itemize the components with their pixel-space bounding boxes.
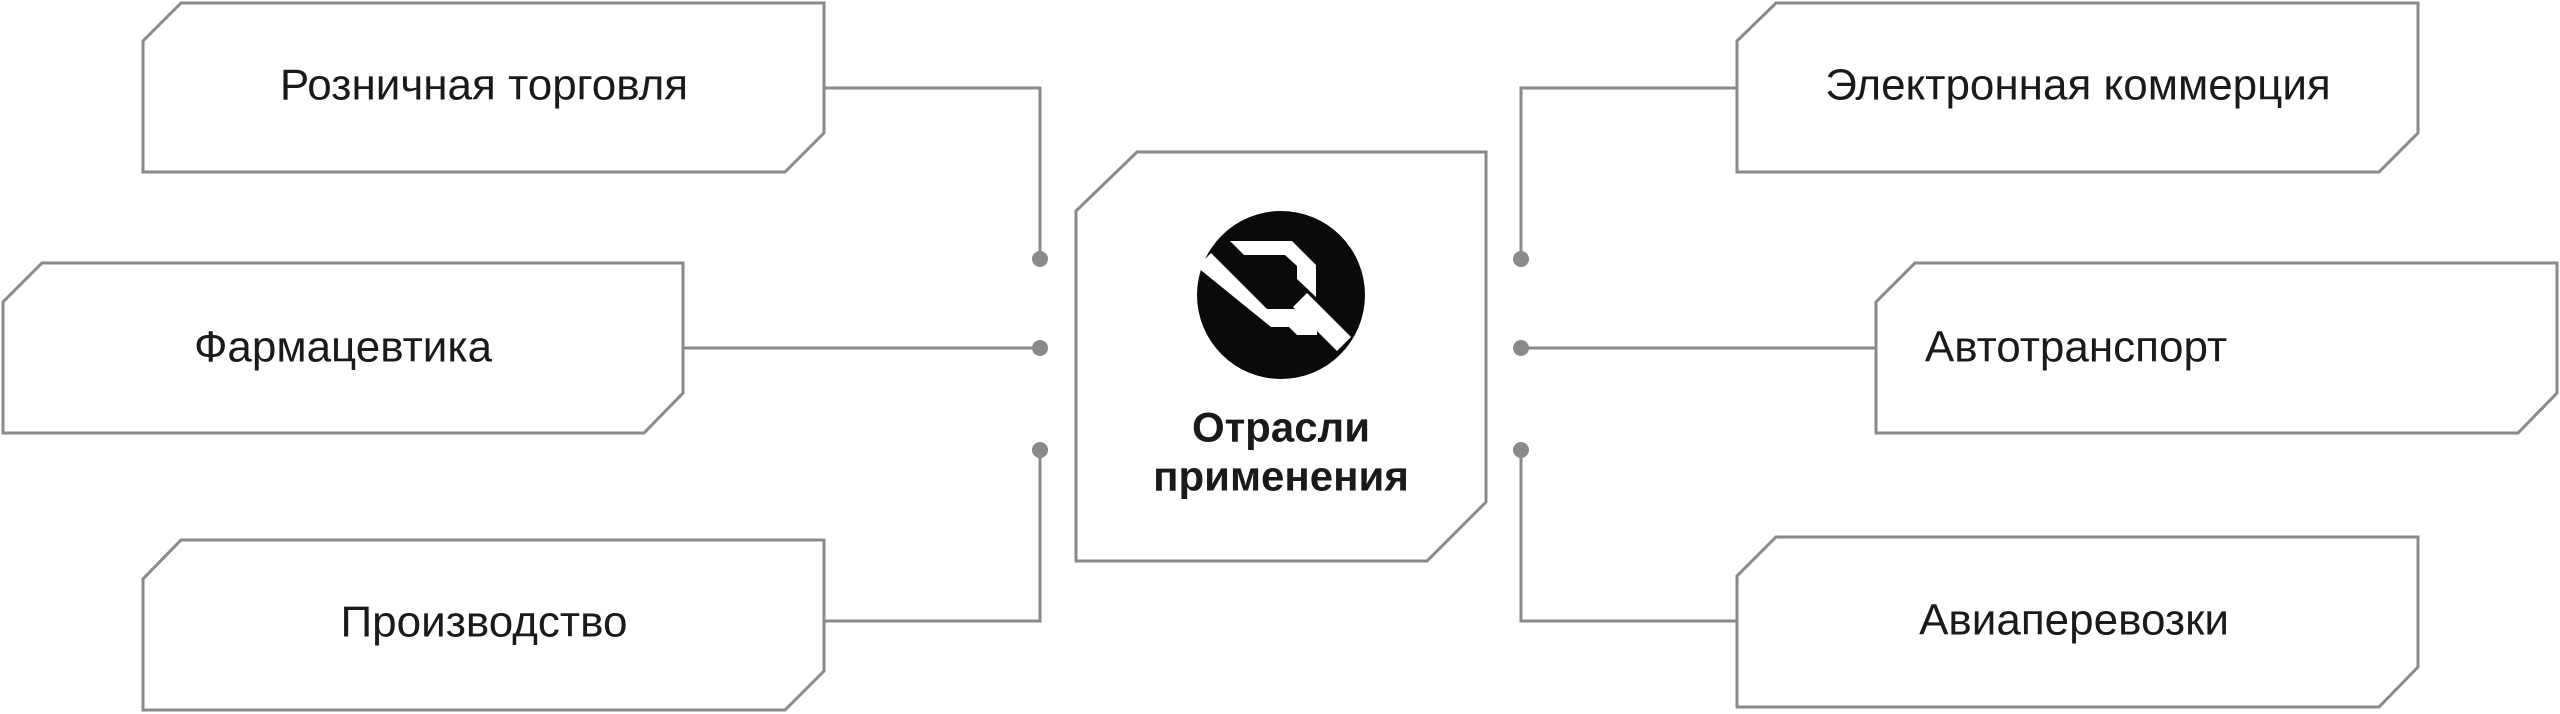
connector-dot — [1513, 251, 1529, 267]
connector-ecommerce — [1519, 86, 1737, 259]
connector-dot — [1513, 340, 1529, 356]
industry-label: Авиаперевозки — [1919, 596, 2229, 645]
connector-dot — [1032, 340, 1048, 356]
connectors-left — [683, 86, 1048, 623]
industry-box-manufacturing: Производство — [141, 538, 826, 712]
connector-dot — [1513, 442, 1529, 458]
connector-dot — [1032, 442, 1048, 458]
industry-logo-icon — [1197, 211, 1365, 379]
industry-label: Фармацевтика — [194, 323, 493, 372]
industry-box-aviation: Авиаперевозки — [1735, 535, 2420, 709]
industry-box-auto: Автотранспорт — [1874, 261, 2559, 435]
center-title-line1: Отрасли — [1192, 404, 1370, 451]
industry-box-pharma: Фармацевтика — [1, 261, 685, 435]
connector-dot — [1032, 251, 1048, 267]
center-box: Отрасли применения — [1074, 150, 1488, 563]
connectors-right — [1513, 86, 1876, 623]
industry-label: Розничная торговля — [280, 61, 688, 110]
connector-aviation — [1519, 450, 1737, 623]
industry-label: Производство — [341, 598, 628, 647]
center-title-line2: применения — [1153, 453, 1409, 500]
industry-label: Автотранспорт — [1925, 323, 2227, 372]
connector-retail — [824, 86, 1042, 259]
industry-label: Электронная коммерция — [1825, 61, 2331, 110]
connector-manufacturing — [824, 450, 1042, 623]
industry-box-ecommerce: Электронная коммерция — [1735, 1, 2420, 174]
industry-box-retail: Розничная торговля — [141, 1, 826, 174]
